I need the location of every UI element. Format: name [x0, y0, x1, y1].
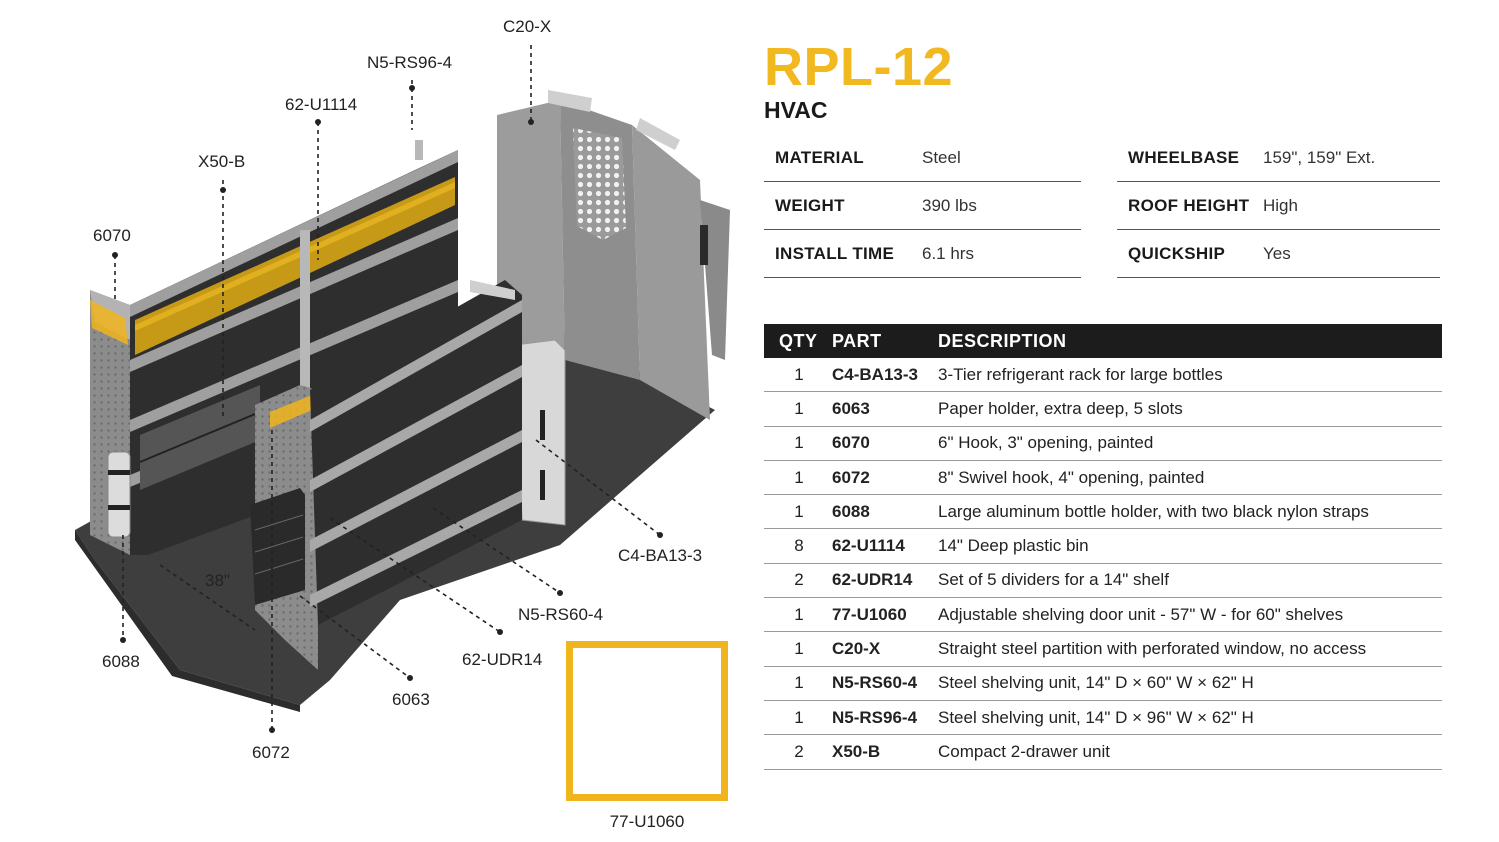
table-row: 2 62-UDR14 Set of 5 dividers for a 14" she…: [764, 564, 1442, 599]
part-cell: 62-U1114: [832, 536, 905, 556]
callout-x50b: X50-B: [198, 152, 246, 171]
callout-6088: 6088: [102, 652, 140, 671]
table-row: 1 C4-BA13-3 3-Tier refrigerant rack for la…: [764, 358, 1442, 393]
spec-value: 159", 159" Ext.: [1263, 147, 1376, 167]
spec-value: 390 lbs: [922, 195, 977, 215]
spec-weight: WEIGHT 390 lbs: [764, 182, 1081, 230]
spec-install-time: INSTALL TIME 6.1 hrs: [764, 230, 1081, 278]
table-row: 1 77-U1060 Adjustable shelving door unit -…: [764, 598, 1442, 633]
callout-leaders: [114, 45, 661, 730]
dimension-38in: 38": [205, 571, 230, 590]
part-cell: 6070: [832, 433, 870, 453]
description-cell: Steel shelving unit, 14" D × 60" W × 62"…: [938, 673, 1254, 693]
spec-value: 6.1 hrs: [922, 243, 974, 263]
spec-value: High: [1263, 195, 1298, 215]
refrigerant-rack: [514, 339, 566, 526]
qty-cell: 1: [794, 604, 804, 624]
callout-77u1060: 77-U1060: [609, 812, 685, 831]
table-row: 8 62-U1114 14" Deep plastic bin: [764, 529, 1442, 564]
table-row: 1 C20-X Straight steel partition with perf…: [764, 632, 1442, 667]
header-description: DESCRIPTION: [938, 330, 1067, 351]
van-shelving-illustration: C20-X N5-RS96-4 62-U1114 X50-B 6070 C4-B…: [75, 17, 730, 831]
header-qty: QTY: [779, 330, 818, 351]
spec-label: WHEELBASE: [1128, 147, 1240, 167]
spec-material: MATERIAL Steel: [764, 134, 1081, 182]
qty-cell: 1: [794, 707, 804, 727]
description-cell: Straight steel partition with perforated…: [938, 639, 1367, 659]
table-row: 1 6072 8" Swivel hook, 4" opening, painted: [764, 461, 1442, 496]
part-cell: N5-RS96-4: [832, 707, 918, 727]
part-cell: 62-UDR14: [832, 570, 913, 590]
paper-holder-6063: [250, 488, 305, 605]
table-row: 1 N5-RS60-4 Steel shelving unit, 14" D × 6…: [764, 667, 1442, 701]
part-cell: 6072: [832, 467, 870, 487]
description-cell: 14" Deep plastic bin: [938, 536, 1089, 556]
callout-dots: [112, 85, 663, 733]
qty-cell: 1: [794, 467, 804, 487]
spec-quickship: QUICKSHIP Yes: [1117, 230, 1440, 278]
part-cell: N5-RS60-4: [832, 673, 918, 693]
part-cell: 77-U1060: [832, 604, 907, 624]
part-cell: C4-BA13-3: [832, 364, 918, 384]
spec-value: Yes: [1263, 243, 1291, 263]
qty-cell: 2: [794, 741, 804, 761]
callout-62u1114: 62-U1114: [285, 95, 358, 114]
parts-table-header: QTY PART DESCRIPTION: [764, 324, 1442, 358]
qty-cell: 8: [794, 536, 804, 556]
part-cell: 6063: [832, 398, 870, 418]
callout-62udr14: 62-UDR14: [462, 650, 543, 669]
callout-6070: 6070: [93, 226, 131, 245]
product-subtitle: HVAC: [764, 97, 828, 123]
spec-label: INSTALL TIME: [775, 243, 895, 263]
callout-6063: 6063: [392, 690, 430, 709]
spec-label: WEIGHT: [775, 195, 845, 215]
qty-cell: 1: [794, 673, 804, 693]
description-cell: 8" Swivel hook, 4" opening, painted: [938, 467, 1205, 487]
description-cell: Compact 2-drawer unit: [938, 741, 1110, 761]
bottle-holder-6088: [107, 451, 131, 538]
qty-cell: 1: [794, 639, 804, 659]
spec-label: MATERIAL: [775, 147, 864, 167]
spec-roof-height: ROOF HEIGHT High: [1117, 182, 1440, 230]
spec-label: QUICKSHIP: [1128, 243, 1226, 263]
part-cell: X50-B: [832, 741, 881, 761]
qty-cell: 1: [794, 501, 804, 521]
table-row: 1 6070 6" Hook, 3" opening, painted: [764, 427, 1442, 461]
part-cell: 6088: [832, 501, 870, 521]
inset-frame: [566, 641, 728, 801]
callout-c20x: C20-X: [503, 17, 552, 36]
description-cell: 3-Tier refrigerant rack for large bottle…: [938, 364, 1223, 384]
table-row: 1 N5-RS96-4 Steel shelving unit, 14" D × 9…: [764, 701, 1442, 736]
callout-c4ba13: C4-BA13-3: [618, 546, 703, 565]
description-cell: Steel shelving unit, 14" D × 96" W × 62"…: [938, 707, 1254, 727]
spec-label: ROOF HEIGHT: [1128, 195, 1250, 215]
description-cell: Adjustable shelving door unit - 57" W - …: [938, 604, 1344, 624]
description-cell: Large aluminum bottle holder, with two b…: [938, 501, 1369, 521]
description-cell: 6" Hook, 3" opening, painted: [938, 433, 1154, 453]
description-cell: Paper holder, extra deep, 5 slots: [938, 398, 1183, 418]
table-row: 1 6063 Paper holder, extra deep, 5 slots: [764, 392, 1442, 427]
parts-table: QTY PART DESCRIPTION 1 C4-BA13-3 3-Tier re…: [764, 324, 1442, 770]
qty-cell: 1: [794, 433, 804, 453]
table-row: 1 6088 Large aluminum bottle holder, with …: [764, 495, 1442, 530]
callout-n5rs96: N5-RS96-4: [367, 53, 453, 72]
spec-value: Steel: [922, 147, 961, 167]
product-title: RPL-12: [764, 37, 954, 97]
description-cell: Set of 5 dividers for a 14" shelf: [938, 570, 1169, 590]
callout-6072: 6072: [252, 743, 290, 762]
shelving-unit-60: [255, 280, 522, 670]
qty-cell: 1: [794, 398, 804, 418]
header-part: PART: [832, 330, 882, 351]
part-cell: C20-X: [832, 639, 881, 659]
qty-cell: 2: [794, 570, 804, 590]
table-row: 2 X50-B Compact 2-drawer unit: [764, 735, 1442, 770]
van-interior-drawing: [75, 45, 730, 773]
callout-n5rs60: N5-RS60-4: [518, 605, 604, 624]
qty-cell: 1: [794, 364, 804, 384]
spec-wheelbase: WHEELBASE 159", 159" Ext.: [1117, 134, 1440, 182]
